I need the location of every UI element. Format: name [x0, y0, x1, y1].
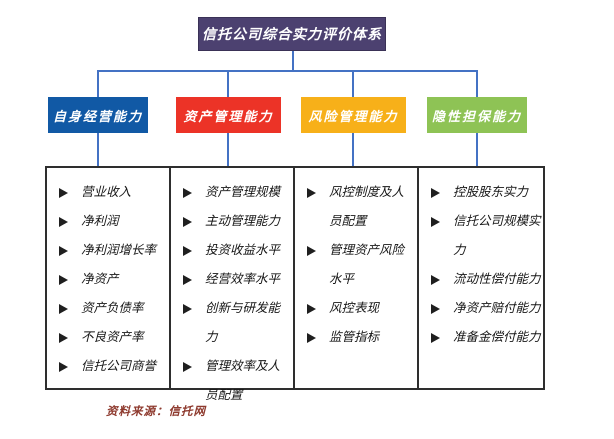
arrow-bullet-icon	[57, 352, 81, 381]
list-item-text: 净利润增长率	[81, 243, 157, 257]
list-item: 营业收入	[57, 178, 167, 207]
list-item: 资产管理规模	[181, 178, 291, 207]
branch-node-label: 风险管理能力	[308, 108, 399, 124]
list-item-text: 管理效率及人员配置	[205, 359, 281, 402]
arrow-bullet-icon	[57, 207, 81, 236]
list-item: 主动管理能力	[181, 207, 291, 236]
list-item: 创新与研发能力	[181, 294, 291, 352]
arrow-bullet-icon	[429, 207, 453, 236]
list-item-text: 资产负债率	[81, 301, 144, 315]
list-item: 风控制度及人员配置	[305, 178, 415, 236]
list-item: 资产负债率	[57, 294, 167, 323]
branch-node-implicit-guarantee: 隐性担保能力	[427, 97, 527, 133]
connector-line	[476, 70, 478, 97]
arrow-bullet-icon	[305, 236, 329, 265]
arrow-bullet-icon	[57, 178, 81, 207]
list-item: 管理资产风险水平	[305, 236, 415, 294]
list-item: 净利润增长率	[57, 236, 167, 265]
arrow-bullet-icon	[181, 294, 205, 323]
list-item-text: 控股股东实力	[453, 185, 529, 199]
indicator-list-implicit-guarantee: 控股股东实力信托公司规模实力流动性偿付能力净资产赔付能力准备金偿付能力	[417, 166, 545, 390]
list-item-text: 管理资产风险水平	[329, 243, 405, 286]
arrow-bullet-icon	[181, 352, 205, 381]
list-item: 监管指标	[305, 323, 415, 352]
connector-line	[352, 70, 354, 97]
list-item-text: 创新与研发能力	[205, 301, 281, 344]
list-item: 控股股东实力	[429, 178, 541, 207]
list-item: 净利润	[57, 207, 167, 236]
connector-line	[227, 70, 229, 97]
list-item-text: 资产管理规模	[205, 185, 281, 199]
branch-node-asset-management: 资产管理能力	[176, 97, 281, 133]
list-item-text: 流动性偿付能力	[453, 272, 541, 286]
list-item-text: 准备金偿付能力	[453, 330, 541, 344]
indicator-list-self-operation: 营业收入净利润净利润增长率净资产资产负债率不良资产率信托公司商誉	[45, 166, 171, 390]
arrow-bullet-icon	[305, 294, 329, 323]
arrow-bullet-icon	[181, 236, 205, 265]
connector-line	[476, 133, 478, 166]
arrow-bullet-icon	[305, 178, 329, 207]
indicator-list-asset-management: 资产管理规模主动管理能力投资收益水平经营效率水平创新与研发能力管理效率及人员配置	[169, 166, 295, 402]
list-item-text: 净利润	[81, 214, 119, 228]
connector-line	[97, 133, 99, 166]
connector-line	[227, 133, 229, 166]
arrow-bullet-icon	[57, 236, 81, 265]
connector-line	[292, 51, 294, 70]
list-item: 净资产赔付能力	[429, 294, 541, 323]
list-item: 净资产	[57, 265, 167, 294]
arrow-bullet-icon	[429, 294, 453, 323]
list-item: 投资收益水平	[181, 236, 291, 265]
connector-line	[97, 70, 478, 72]
arrow-bullet-icon	[429, 323, 453, 352]
list-item-text: 经营效率水平	[205, 272, 281, 286]
list-item: 不良资产率	[57, 323, 167, 352]
arrow-bullet-icon	[429, 265, 453, 294]
list-item-text: 监管指标	[329, 330, 380, 344]
indicator-list-risk-management: 风控制度及人员配置管理资产风险水平风控表现监管指标	[293, 166, 419, 390]
branch-node-label: 自身经营能力	[52, 108, 143, 124]
branch-node-label: 隐性担保能力	[431, 108, 522, 124]
arrow-bullet-icon	[57, 294, 81, 323]
arrow-bullet-icon	[429, 178, 453, 207]
list-item: 风控表现	[305, 294, 415, 323]
list-item: 信托公司规模实力	[429, 207, 541, 265]
arrow-bullet-icon	[181, 265, 205, 294]
branch-node-risk-management: 风险管理能力	[301, 97, 406, 133]
list-item-text: 净资产	[81, 272, 119, 286]
root-node-label: 信托公司综合实力评价体系	[202, 28, 382, 43]
list-item-text: 投资收益水平	[205, 243, 281, 257]
branch-node-label: 资产管理能力	[183, 108, 274, 124]
arrow-bullet-icon	[181, 207, 205, 236]
branch-node-self-operation: 自身经营能力	[48, 97, 148, 133]
list-item-text: 风控制度及人员配置	[329, 185, 405, 228]
arrow-bullet-icon	[57, 265, 81, 294]
connector-line	[352, 133, 354, 166]
list-item: 信托公司商誉	[57, 352, 167, 381]
connector-line	[97, 70, 99, 97]
list-item: 准备金偿付能力	[429, 323, 541, 352]
arrow-bullet-icon	[57, 323, 81, 352]
list-item-text: 主动管理能力	[205, 214, 281, 228]
arrow-bullet-icon	[181, 178, 205, 207]
list-item: 流动性偿付能力	[429, 265, 541, 294]
list-item-text: 净资产赔付能力	[453, 301, 541, 315]
list-item: 经营效率水平	[181, 265, 291, 294]
list-item-text: 营业收入	[81, 185, 132, 199]
source-caption: 资料来源：信托网	[106, 406, 206, 418]
arrow-bullet-icon	[305, 323, 329, 352]
list-item-text: 信托公司商誉	[81, 359, 157, 373]
root-node: 信托公司综合实力评价体系	[198, 17, 386, 51]
list-item-text: 信托公司规模实力	[453, 214, 541, 257]
list-item-text: 不良资产率	[81, 330, 144, 344]
list-item-text: 风控表现	[329, 301, 380, 315]
list-item: 管理效率及人员配置	[181, 352, 291, 410]
